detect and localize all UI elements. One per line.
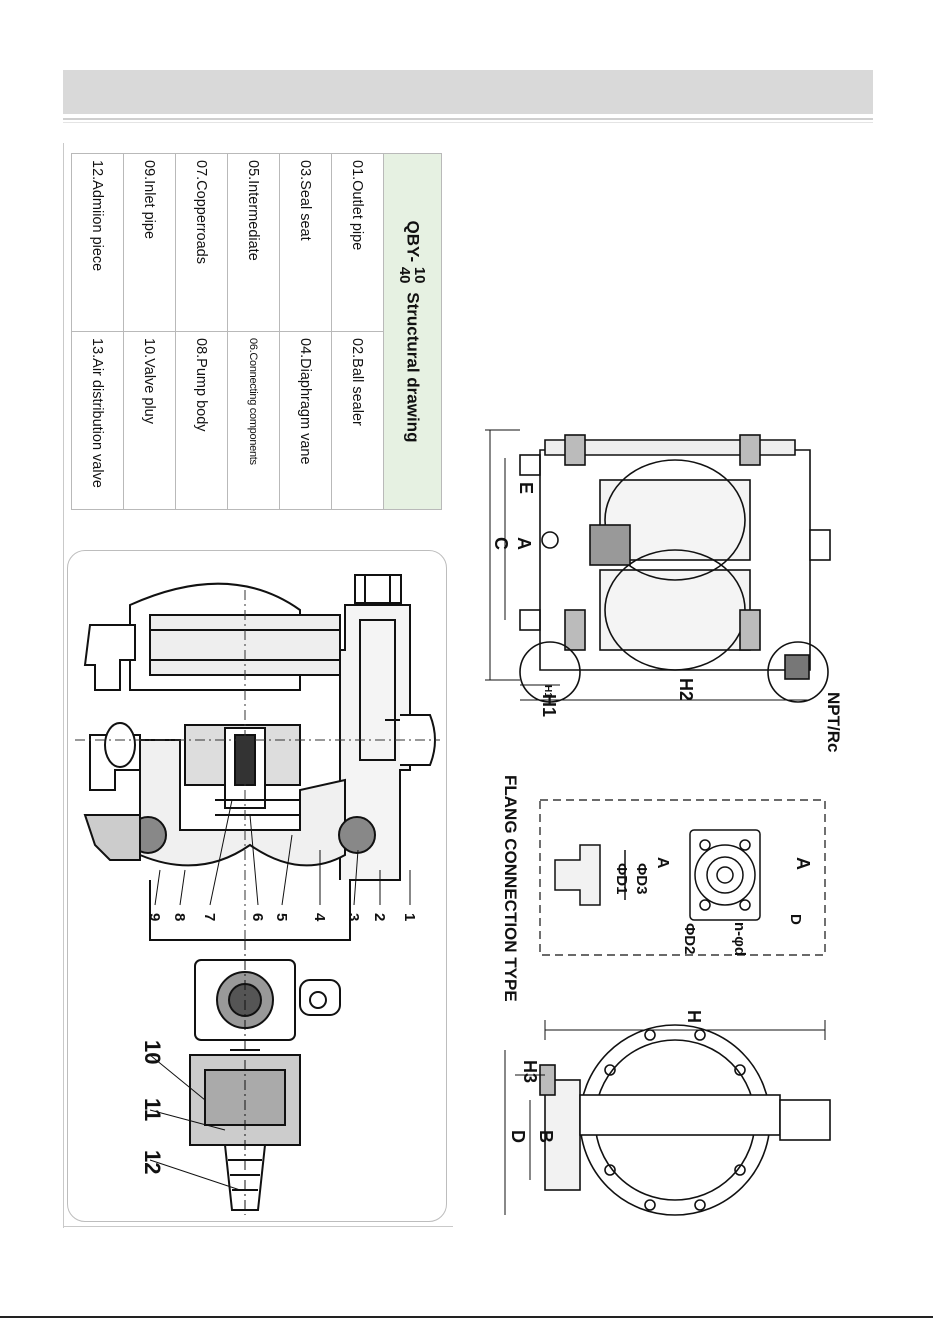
label-flange-d3: ΦD3 bbox=[633, 863, 650, 895]
pump-section-drawing bbox=[83, 574, 436, 941]
label-npt-rc: NPT/Rc bbox=[824, 692, 843, 752]
flange-drawing bbox=[554, 829, 761, 921]
section-callout-leaders bbox=[154, 799, 411, 906]
label-h1: H1 bbox=[539, 694, 559, 717]
callout-2: 2 bbox=[371, 913, 388, 921]
callout-6: 6 bbox=[249, 913, 266, 921]
valve-detail-drawing bbox=[189, 940, 341, 1215]
section-callouts: 1 2 3 4 5 6 7 8 9 bbox=[146, 913, 418, 922]
flange-labels: A A D n-φd ΦD2 ΦD3 ΦD1 bbox=[613, 857, 813, 956]
flange-title: FLANG CONNECTION TYPE bbox=[501, 775, 520, 1002]
valve-callouts: 10 11 12 bbox=[140, 1040, 165, 1174]
page-bottom-rule bbox=[0, 1316, 933, 1318]
label-flange-d2: ΦD2 bbox=[681, 923, 698, 955]
label-flange-a2: A bbox=[654, 857, 671, 869]
header-rule-thin bbox=[63, 122, 873, 123]
front-view-labels: NPT/Rc H2 H1 H1 C A E bbox=[491, 482, 843, 752]
callout-5: 5 bbox=[273, 913, 290, 921]
label-h2: H2 bbox=[676, 678, 696, 701]
label-e: E bbox=[516, 482, 536, 494]
callout-4: 4 bbox=[311, 913, 328, 922]
pump-front-view bbox=[519, 434, 831, 703]
label-b: B bbox=[536, 1130, 556, 1143]
label-flange-d1: ΦD1 bbox=[613, 863, 630, 895]
pump-side-view bbox=[539, 1024, 831, 1216]
label-flange-a1: A bbox=[793, 857, 813, 870]
label-a: A bbox=[514, 537, 534, 550]
callout-8: 8 bbox=[171, 913, 188, 921]
label-flange-nd: n-φd bbox=[731, 922, 748, 956]
bottom-border-line bbox=[63, 1226, 453, 1227]
label-c: C bbox=[491, 537, 511, 550]
callout-3: 3 bbox=[345, 913, 362, 921]
valve-callout-leaders bbox=[149, 1054, 241, 1191]
callout-12: 12 bbox=[140, 1150, 165, 1174]
label-d: D bbox=[508, 1130, 528, 1143]
callout-1: 1 bbox=[401, 913, 418, 921]
header-bar bbox=[63, 70, 873, 114]
header-rule bbox=[63, 118, 873, 120]
label-h3: H3 bbox=[520, 1060, 540, 1083]
left-border-line bbox=[63, 143, 64, 1228]
side-view-dimension-lines bbox=[504, 1020, 826, 1215]
callout-11: 11 bbox=[140, 1098, 165, 1121]
callout-7: 7 bbox=[201, 913, 218, 921]
callout-10: 10 bbox=[140, 1040, 165, 1064]
callout-9: 9 bbox=[146, 913, 163, 921]
label-flange-d: D bbox=[787, 914, 804, 925]
label-h1-small: H1 bbox=[542, 685, 553, 698]
section-centerlines bbox=[75, 590, 440, 945]
front-view-dimension-lines bbox=[485, 429, 810, 701]
side-view-labels: H H3 B D bbox=[508, 1010, 704, 1143]
label-h: H bbox=[684, 1010, 704, 1023]
